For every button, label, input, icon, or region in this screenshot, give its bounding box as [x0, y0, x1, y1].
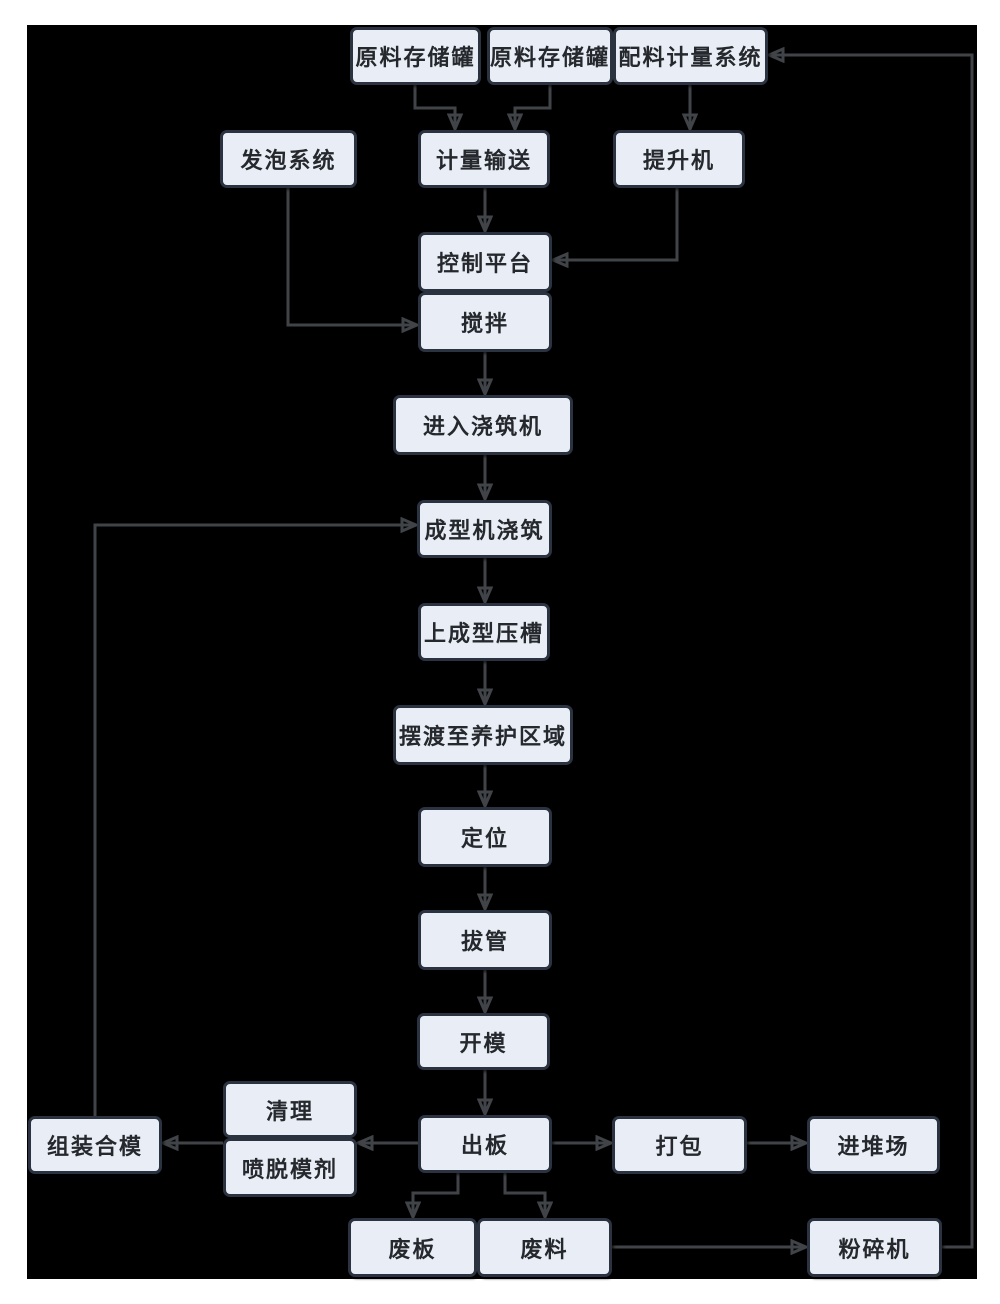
node-label: 粉碎机 — [838, 1236, 911, 1263]
node-batching-metering-system: 配料计量系统 — [613, 27, 768, 85]
node-label: 原料存储罐 — [355, 45, 476, 71]
node-mixing: 搅拌 — [418, 292, 552, 352]
node-raw-material-tank-2: 原料存储罐 — [487, 27, 613, 85]
node-label: 原料存储罐 — [490, 45, 611, 71]
node-label: 提升机 — [642, 148, 715, 174]
node-label: 控制平台 — [436, 251, 533, 277]
node-label: 定位 — [460, 826, 509, 852]
node-label: 配料计量系统 — [618, 45, 763, 71]
node-mold-opening: 开模 — [417, 1013, 550, 1070]
node-label: 上成型压槽 — [423, 621, 544, 647]
node-ferry-to-curing-area: 摆渡至养护区域 — [393, 705, 573, 765]
node-label: 废板 — [388, 1236, 437, 1263]
node-label: 摆渡至养护区域 — [398, 724, 567, 750]
node-label: 拔管 — [460, 929, 509, 955]
node-positioning: 定位 — [418, 807, 552, 867]
node-forming-machine-pouring: 成型机浇筑 — [417, 500, 552, 558]
node-label: 进堆场 — [837, 1134, 910, 1160]
node-upper-forming-groove: 上成型压槽 — [418, 603, 550, 661]
node-label: 清理 — [265, 1098, 314, 1125]
node-label: 成型机浇筑 — [424, 518, 545, 544]
node-foaming-system: 发泡系统 — [220, 130, 357, 188]
node-bucket-elevator: 提升机 — [613, 130, 745, 188]
node-raw-material-tank-1: 原料存储罐 — [350, 27, 481, 85]
node-metering-conveyor: 计量输送 — [418, 130, 550, 188]
node-label: 喷脱模剂 — [241, 1156, 338, 1183]
node-label: 组装合模 — [46, 1134, 143, 1160]
node-board-output: 出板 — [418, 1115, 552, 1173]
node-label: 发泡系统 — [240, 148, 337, 174]
node-label: 搅拌 — [460, 311, 509, 337]
node-control-platform: 控制平台 — [418, 232, 552, 292]
node-label: 废料 — [520, 1236, 569, 1263]
node-label: 计量输送 — [435, 148, 532, 174]
node-label: 进入浇筑机 — [422, 414, 543, 440]
node-enter-pouring-machine: 进入浇筑机 — [393, 395, 573, 455]
node-label: 开模 — [459, 1030, 508, 1057]
node-spray-release-agent: 喷脱模剂 — [223, 1138, 357, 1197]
node-cleaning: 清理 — [223, 1081, 357, 1138]
node-label: 打包 — [655, 1134, 704, 1160]
node-packing: 打包 — [612, 1116, 747, 1174]
node-to-stack-yard: 进堆场 — [807, 1116, 940, 1174]
node-waste-material: 废料 — [477, 1218, 612, 1277]
node-assemble-close-mold: 组装合模 — [28, 1116, 162, 1174]
node-crusher: 粉碎机 — [807, 1218, 942, 1277]
node-pipe-pulling: 拔管 — [418, 910, 552, 970]
node-label: 出板 — [460, 1133, 509, 1159]
node-waste-board: 废板 — [348, 1218, 477, 1277]
